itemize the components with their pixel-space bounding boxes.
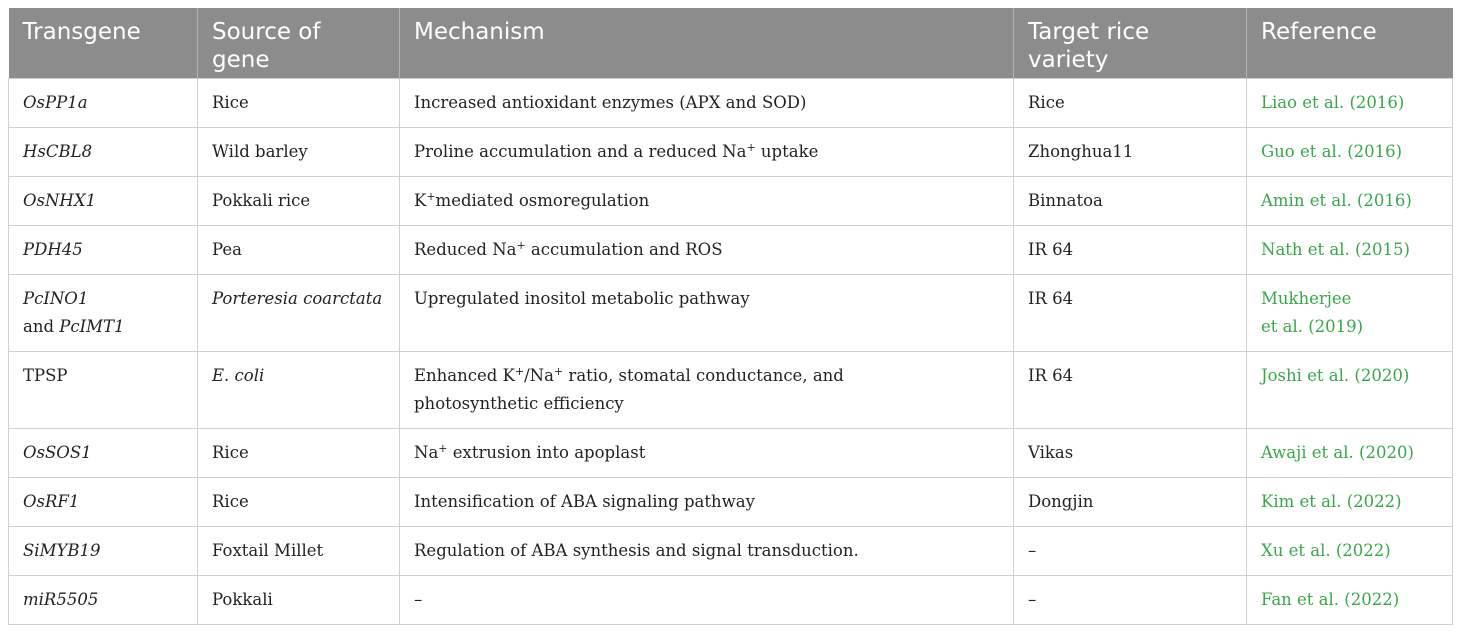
transgene-name: PcIMT1 bbox=[59, 317, 125, 336]
cell-mechanism: Proline accumulation and a reduced Na+ u… bbox=[399, 127, 1014, 177]
reference-link[interactable]: Nath et al. (2015) bbox=[1246, 225, 1453, 275]
superscript-plus: + bbox=[438, 442, 448, 455]
cell-transgene: OsNHX1 bbox=[8, 176, 198, 226]
cell-transgene: HsCBL8 bbox=[8, 127, 198, 177]
reference-link[interactable]: Guo et al. (2016) bbox=[1246, 127, 1453, 177]
table-header: Transgene Source of gene Mechanism Targe… bbox=[8, 8, 1453, 79]
table-row: OsSOS1 Rice Na+ extrusion into apoplast … bbox=[8, 428, 1453, 478]
reference-link[interactable]: et al. (2019) bbox=[1261, 317, 1364, 336]
cell-target: – bbox=[1013, 526, 1247, 576]
cell-target: Rice bbox=[1013, 78, 1247, 128]
cell-source: Pokkali rice bbox=[197, 176, 400, 226]
cell-transgene: PcINO1 and PcIMT1 bbox=[8, 274, 198, 352]
cell-mechanism: Enhanced K+/Na+ ratio, stomatal conducta… bbox=[399, 351, 1014, 429]
column-header-source: Source of gene bbox=[197, 8, 400, 79]
superscript-plus: + bbox=[746, 141, 756, 154]
cell-transgene: OsPP1a bbox=[8, 78, 198, 128]
mechanism-text: ratio, stomatal conductance, and bbox=[563, 366, 844, 385]
cell-mechanism: – bbox=[399, 575, 1014, 625]
table-container: Transgene Source of gene Mechanism Targe… bbox=[8, 8, 1453, 625]
mechanism-text: photosynthetic efficiency bbox=[414, 394, 624, 413]
cell-mechanism: Regulation of ABA synthesis and signal t… bbox=[399, 526, 1014, 576]
table-row: OsRF1 Rice Intensification of ABA signal… bbox=[8, 477, 1453, 527]
table-row: SiMYB19 Foxtail Millet Regulation of ABA… bbox=[8, 526, 1453, 576]
table-row: PDH45 Pea Reduced Na+ accumulation and R… bbox=[8, 225, 1453, 275]
cell-mechanism: Na+ extrusion into apoplast bbox=[399, 428, 1014, 478]
transgene-table: Transgene Source of gene Mechanism Targe… bbox=[8, 8, 1453, 625]
superscript-plus: + bbox=[514, 365, 525, 378]
mechanism-text: uptake bbox=[755, 142, 819, 161]
mechanism-text: Enhanced K bbox=[414, 366, 515, 385]
reference-link[interactable]: Amin et al. (2016) bbox=[1246, 176, 1453, 226]
reference-link[interactable]: Mukherjee bbox=[1261, 289, 1352, 308]
cell-target: IR 64 bbox=[1013, 351, 1247, 429]
cell-mechanism: Reduced Na+ accumulation and ROS bbox=[399, 225, 1014, 275]
cell-mechanism: Increased antioxidant enzymes (APX and S… bbox=[399, 78, 1014, 128]
table-body: OsPP1a Rice Increased antioxidant enzyme… bbox=[8, 78, 1453, 625]
superscript-plus: + bbox=[553, 365, 564, 378]
cell-target: IR 64 bbox=[1013, 225, 1247, 275]
superscript-plus: + bbox=[516, 239, 526, 252]
column-header-transgene: Transgene bbox=[8, 8, 198, 79]
mechanism-text: /Na bbox=[524, 366, 554, 385]
table-row: OsPP1a Rice Increased antioxidant enzyme… bbox=[8, 78, 1453, 128]
cell-source: Rice bbox=[197, 428, 400, 478]
cell-source: Porteresia coarctata bbox=[197, 274, 400, 352]
table-row: miR5505 Pokkali – – Fan et al. (2022) bbox=[8, 575, 1453, 625]
cell-mechanism: K+mediated osmoregulation bbox=[399, 176, 1014, 226]
cell-source: Pokkali bbox=[197, 575, 400, 625]
cell-transgene: SiMYB19 bbox=[8, 526, 198, 576]
cell-source: Rice bbox=[197, 78, 400, 128]
cell-source: Rice bbox=[197, 477, 400, 527]
mechanism-text: extrusion into apoplast bbox=[447, 443, 646, 462]
cell-reference: Mukherjee et al. (2019) bbox=[1246, 274, 1453, 352]
mechanism-text: Proline accumulation and a reduced Na bbox=[414, 142, 747, 161]
cell-target: – bbox=[1013, 575, 1247, 625]
reference-link[interactable]: Kim et al. (2022) bbox=[1246, 477, 1453, 527]
cell-transgene: OsRF1 bbox=[8, 477, 198, 527]
column-header-reference: Reference bbox=[1246, 8, 1453, 79]
table-row: PcINO1 and PcIMT1 Porteresia coarctata Up… bbox=[8, 274, 1453, 352]
cell-source: Wild barley bbox=[197, 127, 400, 177]
cell-target: Vikas bbox=[1013, 428, 1247, 478]
mechanism-text: accumulation and ROS bbox=[525, 240, 723, 259]
reference-link[interactable]: Awaji et al. (2020) bbox=[1246, 428, 1453, 478]
header-row: Transgene Source of gene Mechanism Targe… bbox=[8, 8, 1453, 79]
cell-target: Zhonghua11 bbox=[1013, 127, 1247, 177]
mechanism-text: Reduced Na bbox=[414, 240, 517, 259]
column-header-mechanism: Mechanism bbox=[399, 8, 1014, 79]
mechanism-text: mediated osmoregulation bbox=[435, 191, 650, 210]
reference-link[interactable]: Fan et al. (2022) bbox=[1246, 575, 1453, 625]
superscript-plus: + bbox=[426, 190, 436, 203]
cell-target: IR 64 bbox=[1013, 274, 1247, 352]
cell-target: Dongjin bbox=[1013, 477, 1247, 527]
conjunction: and bbox=[23, 317, 55, 336]
reference-link[interactable]: Liao et al. (2016) bbox=[1246, 78, 1453, 128]
cell-transgene: PDH45 bbox=[8, 225, 198, 275]
cell-transgene: miR5505 bbox=[8, 575, 198, 625]
cell-mechanism: Intensification of ABA signaling pathway bbox=[399, 477, 1014, 527]
cell-mechanism: Upregulated inositol metabolic pathway bbox=[399, 274, 1014, 352]
cell-source: Foxtail Millet bbox=[197, 526, 400, 576]
mechanism-text: K bbox=[414, 191, 427, 210]
cell-source: E. coli bbox=[197, 351, 400, 429]
reference-link[interactable]: Xu et al. (2022) bbox=[1246, 526, 1453, 576]
cell-transgene: TPSP bbox=[8, 351, 198, 429]
table-row: OsNHX1 Pokkali rice K+mediated osmoregul… bbox=[8, 176, 1453, 226]
mechanism-text: Na bbox=[414, 443, 439, 462]
cell-source: Pea bbox=[197, 225, 400, 275]
table-row: TPSP E. coli Enhanced K+/Na+ ratio, stom… bbox=[8, 351, 1453, 429]
table-row: HsCBL8 Wild barley Proline accumulation … bbox=[8, 127, 1453, 177]
cell-transgene: OsSOS1 bbox=[8, 428, 198, 478]
transgene-name: PcINO1 bbox=[23, 289, 89, 308]
column-header-target: Target rice variety bbox=[1013, 8, 1247, 79]
reference-link[interactable]: Joshi et al. (2020) bbox=[1246, 351, 1453, 429]
cell-target: Binnatoa bbox=[1013, 176, 1247, 226]
